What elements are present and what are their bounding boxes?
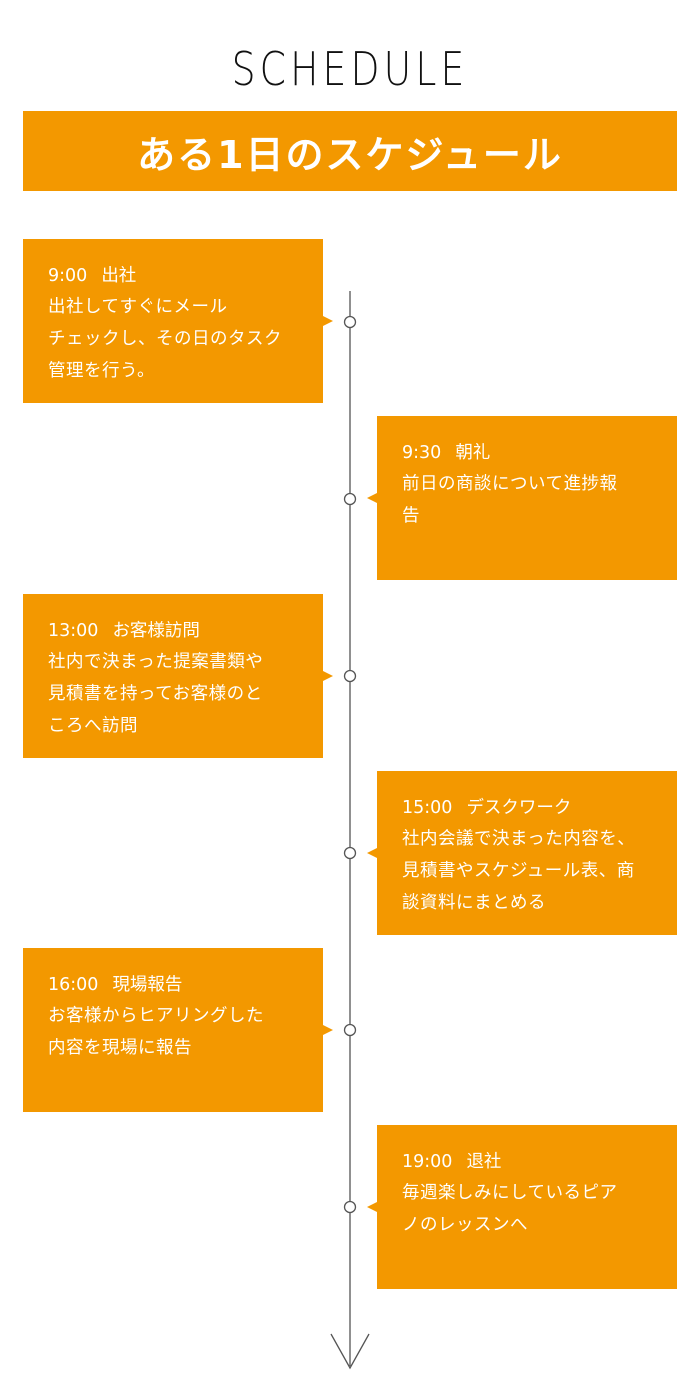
event-time: 9:30 xyxy=(402,443,442,463)
card-header: 9:00 出社 xyxy=(48,261,301,291)
event-description-line: 社内会議で決まった内容を、 xyxy=(402,829,636,849)
schedule-card-1500: 15:00 デスクワーク 社内会議で決まった内容を、 見積書やスケジュール表、商 … xyxy=(367,771,677,935)
circle-marker-icon xyxy=(343,1200,357,1214)
card-header: 15:00 デスクワーク xyxy=(402,793,655,823)
card-pointer xyxy=(367,493,377,503)
event-description-line: 見積書やスケジュール表、商 xyxy=(402,861,635,881)
schedule-card-1300: 13:00 お客様訪問 社内で決まった提案書類や 見積書を持ってお客様のと ころへ… xyxy=(23,594,333,758)
event-description-line: 見積書を持ってお客様のと xyxy=(48,684,263,704)
card-pointer xyxy=(367,848,377,858)
schedule-card-0930: 9:30 朝礼 前日の商談について進捗報 告 xyxy=(367,416,677,580)
card-pointer xyxy=(323,316,333,326)
schedule-card-1900: 19:00 退社 毎週楽しみにしているピア ノのレッスンへ xyxy=(367,1125,677,1289)
card-header: 13:00 お客様訪問 xyxy=(48,616,301,646)
card-pointer xyxy=(323,671,333,681)
circle-marker-icon xyxy=(343,669,357,683)
event-title: 出社 xyxy=(101,266,137,286)
event-description-line: 前日の商談について進捗報 xyxy=(402,474,618,494)
event-description-line: 談資料にまとめる xyxy=(402,893,546,913)
event-description-line: 告 xyxy=(402,506,420,526)
event-description: 出社してすぐにメール チェックし、その日のタスク 管理を行う。 xyxy=(48,291,301,387)
page-heading: SCHEDULE xyxy=(231,42,469,96)
card-pointer xyxy=(367,1202,377,1212)
card-header: 16:00 現場報告 xyxy=(48,970,301,1000)
card-pointer xyxy=(323,1025,333,1035)
circle-marker-icon xyxy=(343,1023,357,1037)
card-header: 9:30 朝礼 xyxy=(402,438,655,468)
event-title: 朝礼 xyxy=(455,443,491,463)
event-time: 13:00 xyxy=(48,621,99,641)
circle-marker-icon xyxy=(343,846,357,860)
event-description-line: ころへ訪問 xyxy=(48,716,138,736)
event-title: デスクワーク xyxy=(466,798,572,818)
event-description-line: ノのレッスンへ xyxy=(402,1215,528,1235)
event-title: お客様訪問 xyxy=(112,621,200,641)
event-description: 社内会議で決まった内容を、 見積書やスケジュール表、商 談資料にまとめる xyxy=(402,823,655,919)
schedule-banner: ある1日のスケジュール xyxy=(23,111,677,191)
event-description: 社内で決まった提案書類や 見積書を持ってお客様のと ころへ訪問 xyxy=(48,646,301,742)
event-title: 現場報告 xyxy=(112,975,183,995)
event-description-line: チェックし、その日のタスク xyxy=(48,329,282,349)
event-description-line: 出社してすぐにメール xyxy=(48,297,228,317)
event-time: 15:00 xyxy=(402,798,453,818)
event-description: 前日の商談について進捗報 告 xyxy=(402,468,655,532)
arrow-down-icon xyxy=(330,1333,370,1370)
event-time: 19:00 xyxy=(402,1152,453,1172)
event-description-line: 毎週楽しみにしているピア xyxy=(402,1183,618,1203)
banner-title: ある1日のスケジュール xyxy=(137,132,563,177)
event-title: 退社 xyxy=(466,1152,502,1172)
circle-marker-icon xyxy=(343,315,357,329)
schedule-card-1600: 16:00 現場報告 お客様からヒアリングした 内容を現場に報告 xyxy=(23,948,333,1112)
event-time: 16:00 xyxy=(48,975,99,995)
circle-marker-icon xyxy=(343,492,357,506)
event-description-line: 管理を行う。 xyxy=(48,361,155,381)
schedule-card-0900: 9:00 出社 出社してすぐにメール チェックし、その日のタスク 管理を行う。 xyxy=(23,239,333,403)
event-description: お客様からヒアリングした 内容を現場に報告 xyxy=(48,1000,301,1064)
event-description-line: 内容を現場に報告 xyxy=(48,1038,192,1058)
event-description: 毎週楽しみにしているピア ノのレッスンへ xyxy=(402,1177,655,1241)
card-header: 19:00 退社 xyxy=(402,1147,655,1177)
event-time: 9:00 xyxy=(48,266,88,286)
event-description-line: お客様からヒアリングした xyxy=(48,1006,264,1026)
event-description-line: 社内で決まった提案書類や xyxy=(48,652,264,672)
